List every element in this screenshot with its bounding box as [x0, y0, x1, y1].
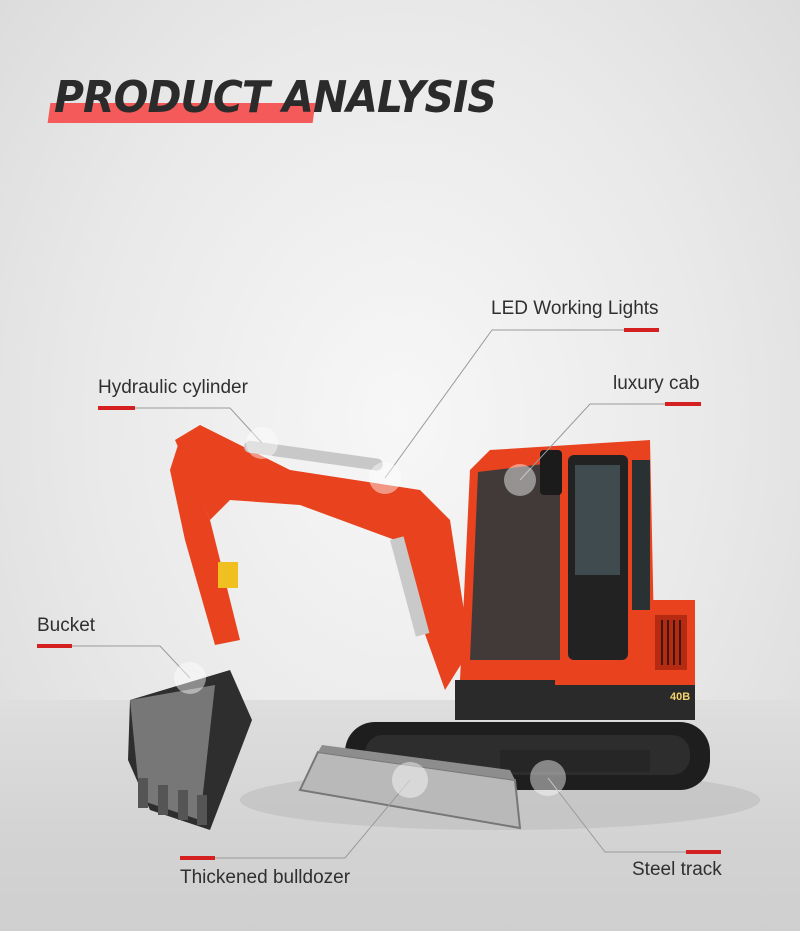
label-underline — [686, 850, 721, 854]
page-title: PRODUCT ANALYSIS — [54, 72, 497, 123]
machine-badge: 40B — [670, 691, 690, 703]
label-led-working-lights: LED Working Lights — [491, 298, 659, 319]
label-underline — [98, 406, 135, 410]
label-steel-track: Steel track — [632, 859, 722, 880]
label-underline — [180, 856, 215, 860]
leader-lines — [72, 329, 686, 859]
label-luxury-cab: luxury cab — [613, 373, 700, 394]
label-thickened-bulldozer: Thickened bulldozer — [180, 867, 351, 888]
boom — [175, 425, 470, 690]
label-underline — [665, 402, 701, 406]
arm — [170, 445, 240, 645]
label-bucket: Bucket — [37, 615, 96, 636]
label-underline — [624, 328, 659, 332]
callout-markers — [174, 427, 566, 798]
label-underline — [37, 644, 72, 648]
label-hydraulic-cylinder: Hydraulic cylinder — [98, 377, 248, 398]
